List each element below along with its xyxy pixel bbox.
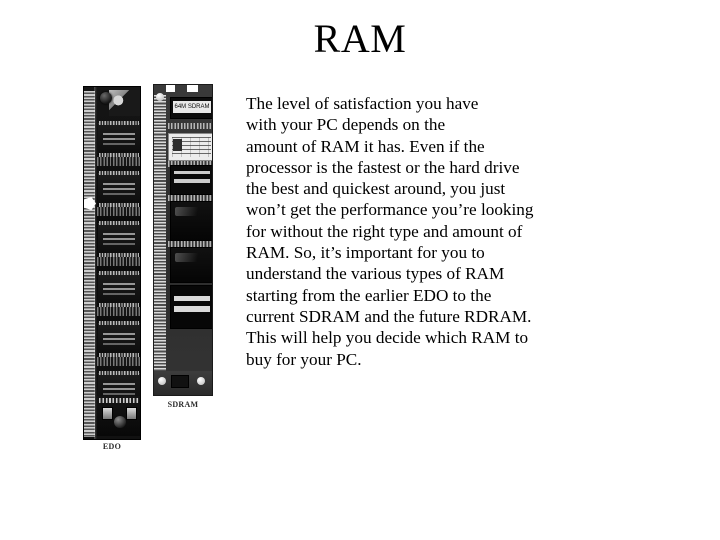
edo-memory-chip: [98, 121, 140, 157]
chip-marking: [103, 383, 135, 395]
chip-leads-icon: [99, 153, 139, 157]
chip-leads-icon: [99, 271, 139, 275]
chip-marking: [103, 333, 135, 345]
edo-round-component: [114, 416, 126, 428]
sdram-top-notch: [187, 85, 198, 92]
chip-leads-icon: [99, 321, 139, 325]
sdram-bottom-edge: [154, 371, 212, 395]
edo-capacitor: [126, 407, 137, 420]
sdram-mounting-hole: [158, 377, 166, 385]
edo-memory-chip: [98, 221, 140, 257]
edo-pin-edge-highlight: [94, 87, 97, 439]
edo-contact-pins: [84, 91, 95, 437]
sdram-top-notch: [166, 85, 175, 92]
chip-gloss-highlight: [175, 207, 207, 216]
body-paragraph: The level of satisfaction you have with …: [246, 94, 534, 369]
figure-sdram-module: 64M SDRAM SDRAM: [153, 84, 213, 418]
sticker-barcode-block: [173, 139, 182, 151]
edo-solder-row: [97, 257, 140, 266]
chip-leads-icon: [99, 171, 139, 175]
page-title: RAM: [313, 16, 407, 61]
sdram-labeled-chip: 64M SDRAM: [170, 97, 212, 119]
figure-caption-sdram: SDRAM: [167, 400, 199, 409]
edo-bottom-components: [97, 396, 140, 436]
edo-solder-row: [97, 157, 140, 166]
figure-caption-edo: EDO: [102, 442, 122, 451]
sdram-memory-chip: [170, 201, 212, 241]
sdram-solder-row: [168, 195, 212, 201]
chip-leads-icon: [99, 253, 139, 257]
chip-marking: [174, 171, 210, 189]
chip-leads-icon: [99, 371, 139, 375]
sdram-mounting-hole: [156, 93, 164, 101]
chip-leads-icon: [99, 221, 139, 225]
chip-leads-icon: [99, 303, 139, 307]
sdram-marked-chip: [170, 165, 212, 195]
chip-leads-icon: [99, 353, 139, 357]
sdram-solder-row: [168, 161, 212, 167]
sdram-contact-pins: [154, 95, 166, 395]
edo-memory-chip: [98, 271, 140, 307]
figure-edo-module: EDO: [83, 86, 141, 458]
chip-marking: [103, 283, 135, 295]
sdram-memory-chip: [170, 247, 212, 283]
sdram-solder-row: [168, 123, 212, 129]
chip-marking: [103, 233, 135, 245]
chip-marking: [103, 183, 135, 195]
sdram-solder-row: [168, 241, 212, 247]
chip-marking: [174, 296, 210, 318]
edo-module-image: [83, 86, 141, 440]
edo-memory-chip: [98, 321, 140, 357]
edo-bottom-pads: [99, 398, 139, 403]
edo-memory-chip: [98, 171, 140, 207]
sdram-chip-label-text: 64M SDRAM: [173, 101, 211, 113]
sdram-small-component: [171, 375, 189, 388]
edo-top-logo-sticker: [109, 90, 140, 116]
chip-leads-icon: [99, 203, 139, 207]
chip-marking: [103, 133, 135, 145]
edo-key-notch: [84, 197, 96, 210]
chip-gloss-highlight: [175, 253, 207, 262]
edo-top-component-dot: [100, 92, 112, 104]
edo-solder-row: [97, 357, 140, 366]
sdram-module-image: 64M SDRAM: [153, 84, 213, 396]
sdram-white-sticker: [168, 133, 212, 161]
sdram-mounting-hole: [197, 377, 205, 385]
edo-solder-row: [97, 207, 140, 216]
edo-capacitor: [102, 407, 113, 420]
edo-solder-row: [97, 307, 140, 316]
chip-leads-icon: [99, 121, 139, 125]
sdram-printed-chip: [170, 285, 212, 329]
